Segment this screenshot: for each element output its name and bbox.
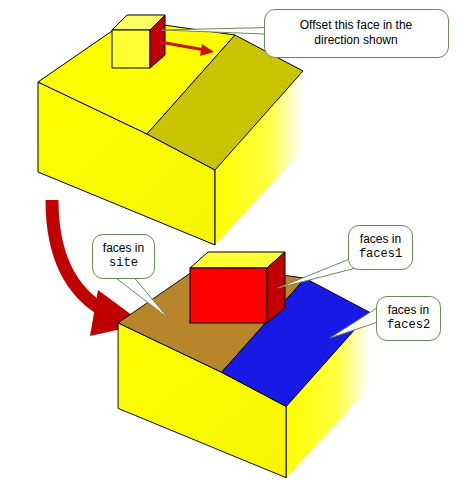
- offset-arrow: [160, 42, 214, 56]
- callout-box: Offset this face in the direction shown: [264, 9, 449, 58]
- callout-text: faces in: [358, 232, 403, 247]
- callout-box: faces infaces2: [376, 296, 441, 341]
- box-after: [190, 252, 285, 323]
- callout-box: faces insite: [92, 234, 155, 279]
- box-before: [112, 15, 165, 68]
- callout-text: faces1: [358, 247, 403, 262]
- terrain-before: [38, 20, 303, 245]
- callout-text: site: [102, 256, 145, 271]
- callout-tails: [112, 27, 384, 338]
- callout-text: faces2: [386, 318, 431, 333]
- callout-box: faces infaces1: [348, 225, 413, 270]
- terrain-after: [118, 264, 370, 478]
- callout-text: faces in: [102, 241, 145, 256]
- callout-text: faces in: [386, 303, 431, 318]
- callout-text: Offset this face in the direction shown: [295, 18, 417, 48]
